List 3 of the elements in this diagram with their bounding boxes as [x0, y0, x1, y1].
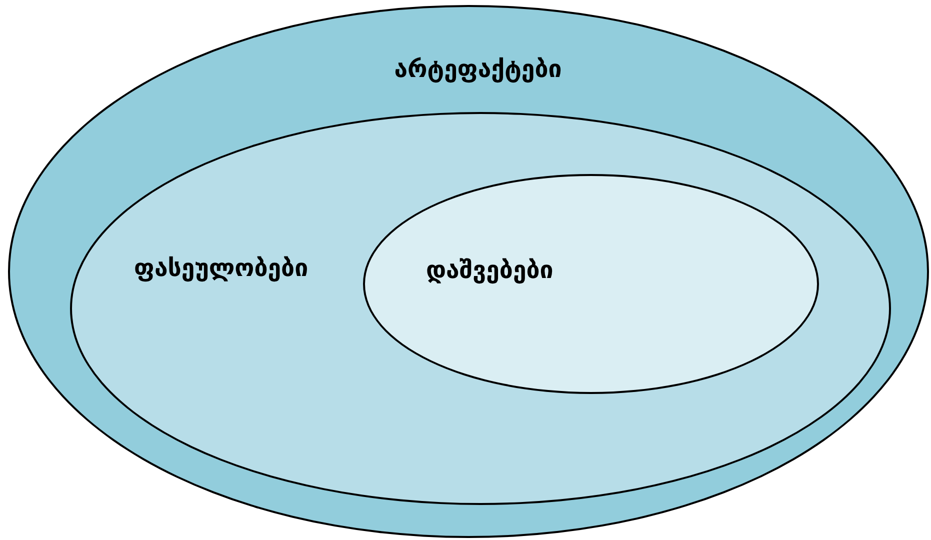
region-label: არტეფაქტები — [394, 55, 562, 84]
region-label: დაშვებები — [426, 256, 554, 285]
region-label: ფასეულობები — [134, 254, 308, 283]
